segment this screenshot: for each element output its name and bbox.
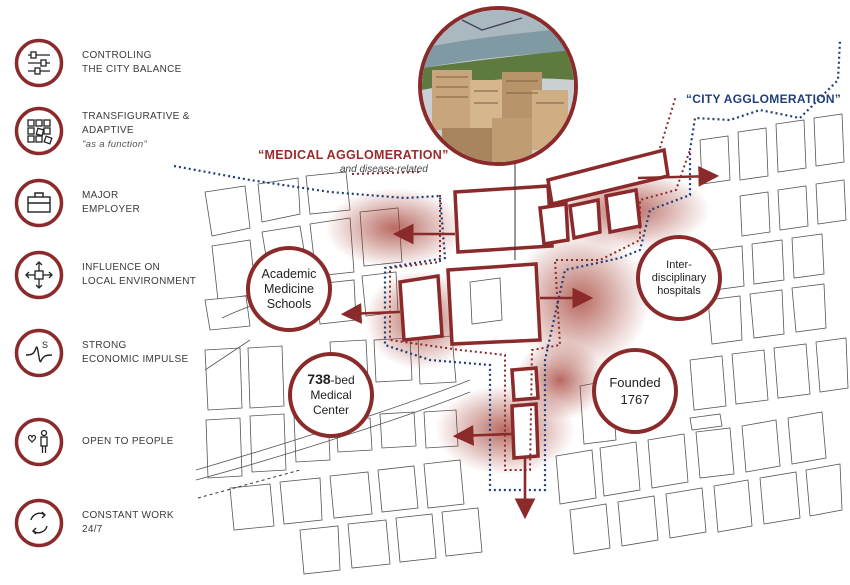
- legend-item-constant-work: CONSTANT WORK 24/7: [14, 498, 214, 550]
- impulse-wave-icon: S: [14, 328, 64, 378]
- interdisciplinary-hospitals-bubble: Inter- disciplinary hospitals: [636, 235, 722, 321]
- bubble-line: Medical: [307, 388, 354, 403]
- legend-line: ADAPTIVE: [82, 124, 222, 138]
- bubble-line: Schools: [262, 297, 317, 312]
- legend-line: "as a function": [82, 138, 222, 152]
- bubble-line: Center: [307, 403, 354, 418]
- bubble-line: hospitals: [652, 285, 706, 298]
- bubble-line: -bed: [331, 373, 355, 387]
- legend-line: CONSTANT WORK: [82, 509, 222, 523]
- legend-line: MAJOR: [82, 189, 222, 203]
- legend-line: CONTROLING: [82, 49, 222, 63]
- academic-schools-bubble: Academic Medicine Schools: [246, 246, 332, 332]
- bubble-line: 1767: [609, 391, 660, 408]
- city-agglomeration-title: “CITY AGGLOMERATION”: [686, 92, 841, 106]
- bubble-line: Founded: [609, 374, 660, 391]
- bubble-number: 738: [307, 371, 330, 387]
- bubble-line: Academic: [262, 267, 317, 282]
- legend-item-economic-impulse: S STRONG ECONOMIC IMPULSE: [14, 328, 214, 380]
- bubble-line: Inter-: [652, 259, 706, 272]
- medical-agglomeration-subtitle: and disease-related: [340, 164, 428, 175]
- person-heart-icon: [14, 417, 64, 467]
- move-arrows-icon: [14, 250, 64, 300]
- legend-item-city-balance: CONTROLING THE CITY BALANCE: [14, 38, 214, 90]
- legend-line: INFLUENCE ON: [82, 261, 222, 275]
- founded-bubble: Founded 1767: [592, 348, 678, 434]
- legend-line: 24/7: [82, 523, 222, 537]
- legend-line: ECONOMIC IMPULSE: [82, 353, 222, 367]
- legend-line: OPEN TO PEOPLE: [82, 435, 222, 449]
- medical-center-bubble: 738-bed Medical Center: [288, 352, 374, 438]
- sliders-icon: [14, 38, 64, 88]
- legend-line: STRONG: [82, 339, 222, 353]
- bubble-line: Medicine: [262, 282, 317, 297]
- legend-item-transfigurative: TRANSFIGURATIVE & ADAPTIVE "as a functio…: [14, 106, 214, 158]
- legend-item-local-environment: INFLUENCE ON LOCAL ENVIRONMENT: [14, 250, 214, 302]
- medical-agglomeration-title: “MEDICAL AGGLOMERATION”: [258, 148, 449, 162]
- blocks-icon: [14, 106, 64, 156]
- legend-line: LOCAL ENVIRONMENT: [82, 275, 222, 289]
- aerial-photo: [418, 6, 578, 166]
- bubble-line: disciplinary: [652, 272, 706, 285]
- briefcase-icon: [14, 178, 64, 228]
- legend-line: TRANSFIGURATIVE &: [82, 110, 222, 124]
- cycle-arrows-icon: [14, 498, 64, 548]
- svg-text:S: S: [42, 340, 48, 350]
- legend-line: THE CITY BALANCE: [82, 63, 222, 77]
- legend-item-open-to-people: OPEN TO PEOPLE: [14, 417, 214, 469]
- legend-item-major-employer: MAJOR EMPLOYER: [14, 178, 214, 230]
- legend-line: EMPLOYER: [82, 203, 222, 217]
